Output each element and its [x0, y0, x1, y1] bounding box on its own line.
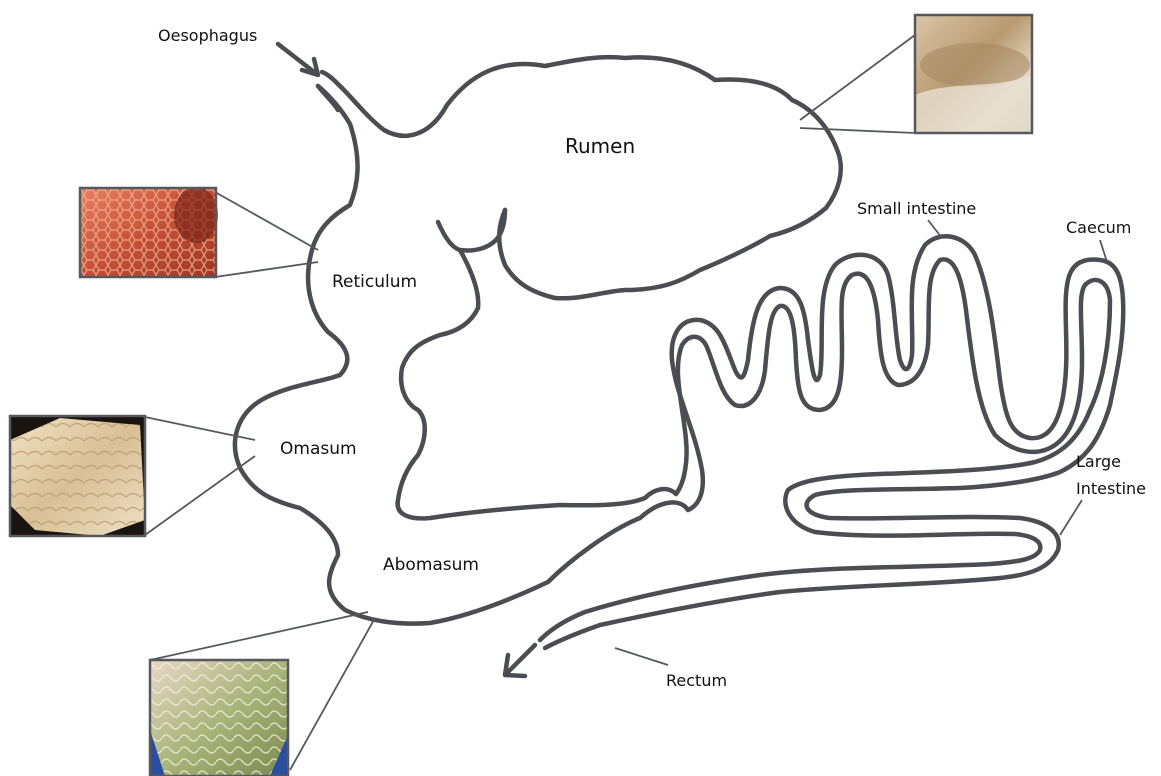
reticulum-leader-lines	[215, 192, 318, 277]
omasum-leader-lines	[145, 417, 255, 535]
rumen-outline	[342, 57, 841, 298]
large-intestine-label-line1: Large	[1076, 452, 1121, 471]
rectum-label: Rectum	[666, 671, 727, 690]
large-intestine-label-line2: Intestine	[1076, 479, 1146, 498]
large-intestine-leader	[1060, 500, 1082, 535]
reticulum-tissue-image	[80, 187, 218, 277]
omasum-label: Omasum	[280, 439, 357, 459]
small-intestine-inner	[540, 259, 1110, 640]
omasum-tissue-image	[10, 416, 145, 536]
rumen-label: Rumen	[565, 134, 635, 158]
oesophagus-label: Oesophagus	[158, 26, 257, 45]
stomach-outer-outline	[235, 86, 688, 624]
small-intestine-outer	[545, 236, 1123, 648]
rumen-tissue-image	[915, 15, 1032, 133]
caecum-label: Caecum	[1066, 218, 1131, 237]
reticulum-label: Reticulum	[332, 272, 417, 292]
rectum-leader	[615, 648, 668, 665]
small-intestine-label: Small intestine	[857, 199, 976, 218]
small-intestine-leader	[928, 220, 942, 238]
oesophagus-arrow	[278, 44, 318, 75]
reticulo-rumen-fold	[438, 210, 505, 251]
rectum-exit-arrow	[505, 645, 535, 676]
abomasum-tissue-image	[150, 660, 288, 776]
abomasum-label: Abomasum	[383, 555, 479, 575]
